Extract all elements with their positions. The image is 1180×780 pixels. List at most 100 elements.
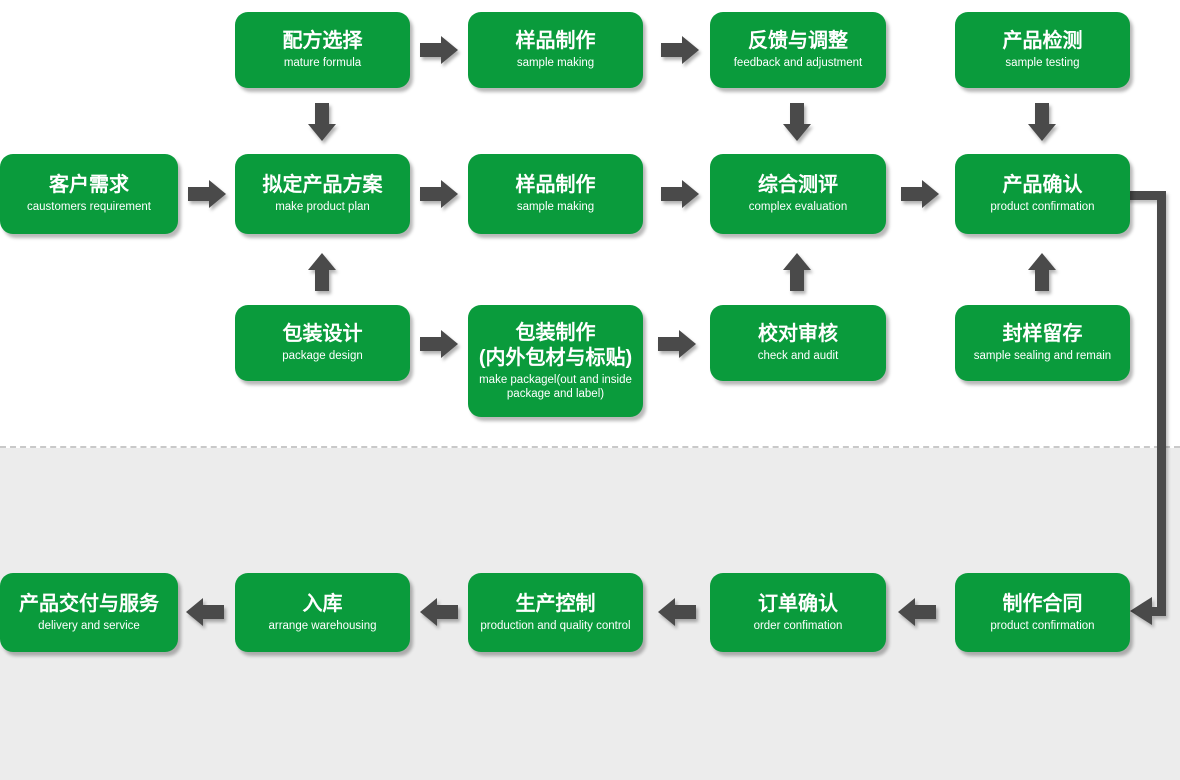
arrow-head xyxy=(308,253,336,270)
flow-node-feedback-and-adjustment: 反馈与调整 feedback and adjustment xyxy=(710,12,886,88)
node-title-cn: 配方选择 xyxy=(282,30,363,53)
arrow-head xyxy=(1028,253,1056,270)
section-divider-dashed-line xyxy=(0,446,1180,448)
flow-arrow-right-icon xyxy=(420,330,458,358)
node-subtitle-en: sample sealing and remain xyxy=(973,350,1112,363)
flow-node-check-and-audit: 校对审核 check and audit xyxy=(710,305,886,381)
flow-arrow-left-icon xyxy=(420,598,458,626)
node-title-cn: 产品确认 xyxy=(1002,174,1083,197)
node-subtitle-en: make product plan xyxy=(275,201,370,214)
arrow-shaft xyxy=(188,187,209,201)
arrow-head xyxy=(1028,124,1056,141)
node-subtitle-en: product confirmation xyxy=(990,201,1095,214)
arrow-shaft xyxy=(675,605,696,619)
arrow-head xyxy=(441,180,458,208)
flow-arrow-down-icon xyxy=(783,103,811,141)
flow-node-complex-evaluation: 综合测评 complex evaluation xyxy=(710,154,886,234)
node-subtitle-en: sample making xyxy=(516,201,595,214)
arrow-head xyxy=(682,180,699,208)
node-title-cn: 产品交付与服务 xyxy=(19,592,159,615)
arrow-head xyxy=(679,330,696,358)
connector-arrow-head xyxy=(1130,597,1152,625)
flow-node-order-confirmation: 订单确认 order confimation xyxy=(710,573,886,652)
flow-arrow-right-icon xyxy=(420,36,458,64)
flow-arrow-up-icon xyxy=(308,253,336,291)
node-title-cn: 生产控制 xyxy=(515,592,596,615)
flow-node-delivery-and-service: 产品交付与服务 delivery and service xyxy=(0,573,178,652)
arrow-shaft xyxy=(1035,103,1049,124)
node-title-cn: 订单确认 xyxy=(758,592,838,615)
connector-top-horizontal xyxy=(1124,191,1166,200)
flow-arrow-right-icon xyxy=(661,36,699,64)
arrow-shaft xyxy=(420,43,441,57)
flow-arrow-down-icon xyxy=(308,103,336,141)
flow-node-make-product-plan: 拟定产品方案 make product plan xyxy=(235,154,410,234)
node-title-cn: 综合测评 xyxy=(758,174,838,197)
node-title-cn: (内外包材与标贴) xyxy=(478,346,633,369)
arrow-head xyxy=(682,36,699,64)
node-subtitle-en: feedback and adjustment xyxy=(733,57,863,70)
flow-arrow-right-icon xyxy=(661,180,699,208)
node-title-cn: 反馈与调整 xyxy=(748,30,848,53)
node-title-cn: 制作合同 xyxy=(1002,592,1083,615)
flow-node-make-package: 包装制作(内外包材与标贴) make packagel(out and insid… xyxy=(468,305,643,417)
node-subtitle-en: sample testing xyxy=(1005,57,1080,70)
arrow-head xyxy=(209,180,226,208)
arrow-shaft xyxy=(661,43,682,57)
arrow-shaft xyxy=(437,605,458,619)
node-subtitle-en: mature formula xyxy=(283,57,362,70)
flow-arrow-right-icon xyxy=(901,180,939,208)
flow-node-arrange-warehousing: 入库 arrange warehousing xyxy=(235,573,410,652)
node-subtitle-en: check and audit xyxy=(757,350,839,363)
connector-vertical xyxy=(1157,191,1166,616)
node-subtitle-en: complex evaluation xyxy=(748,201,848,214)
flow-arrow-left-icon xyxy=(658,598,696,626)
node-title-cn: 拟定产品方案 xyxy=(262,174,383,197)
arrow-head xyxy=(898,598,915,626)
flow-arrow-down-icon xyxy=(1028,103,1056,141)
node-subtitle-en: delivery and service xyxy=(38,619,140,632)
flow-arrow-left-icon xyxy=(898,598,936,626)
flow-arrow-left-icon xyxy=(186,598,224,626)
node-title-cn: 入库 xyxy=(302,592,343,615)
flow-arrow-up-icon xyxy=(1028,253,1056,291)
node-title-cn: 校对审核 xyxy=(758,323,838,346)
arrow-head xyxy=(186,598,203,626)
node-title-cn: 封样留存 xyxy=(1002,323,1083,346)
arrow-shaft xyxy=(901,187,922,201)
flow-arrow-right-icon xyxy=(658,330,696,358)
connector-bottom-shaft xyxy=(1145,607,1166,616)
arrow-head xyxy=(658,598,675,626)
flow-node-mature-formula: 配方选择 mature formula xyxy=(235,12,410,88)
arrow-shaft xyxy=(420,187,441,201)
flow-arrow-right-icon xyxy=(420,180,458,208)
node-subtitle-en: make packagel(out and inside package and… xyxy=(479,373,632,400)
arrow-shaft xyxy=(790,103,804,124)
arrow-head xyxy=(922,180,939,208)
arrow-shaft xyxy=(315,103,329,124)
node-subtitle-en: package design xyxy=(282,350,363,363)
node-title-cn: 样品制作 xyxy=(515,30,596,53)
arrow-shaft xyxy=(915,605,936,619)
arrow-head xyxy=(783,253,811,270)
arrow-head xyxy=(441,330,458,358)
flow-arrow-up-icon xyxy=(783,253,811,291)
node-title-cn: 包装制作 xyxy=(515,321,596,344)
flow-node-sample-sealing-and-remain: 封样留存 sample sealing and remain xyxy=(955,305,1130,381)
node-subtitle-en: arrange warehousing xyxy=(268,619,377,632)
node-subtitle-en: caustomers requirement xyxy=(27,201,151,214)
node-subtitle-en: order confimation xyxy=(753,619,843,632)
arrow-shaft xyxy=(420,337,441,351)
arrow-shaft xyxy=(658,337,679,351)
node-subtitle-en: sample making xyxy=(516,57,595,70)
arrow-head xyxy=(420,598,437,626)
arrow-shaft xyxy=(1035,270,1049,291)
arrow-shaft xyxy=(203,605,224,619)
